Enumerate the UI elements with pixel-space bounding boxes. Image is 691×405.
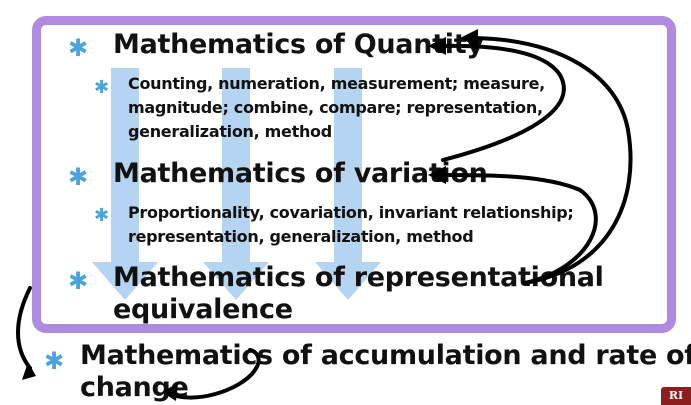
quantity-details-line-1: Counting, numeration, measurement; measu… <box>128 74 545 93</box>
sub-bullet-icon: ✱ <box>94 77 110 98</box>
item-representational-line-2: equivalence <box>113 294 293 325</box>
quantity-details-line-2: magnitude; combine, compare; representat… <box>128 98 543 117</box>
down-arrow-1 <box>92 68 158 300</box>
institution-logo: RI <box>661 387 691 405</box>
arrow-representational-to-variation <box>441 173 598 285</box>
variation-details-line-1: Proportionality, covariation, invariant … <box>128 203 574 222</box>
quantity-details-line-3: generalization, method <box>128 122 332 141</box>
arrow-left-down <box>16 286 32 370</box>
arrowhead-icon <box>428 37 446 55</box>
bullet-icon: ✱ <box>68 163 89 191</box>
arrow-variation-to-quantity <box>441 43 566 162</box>
item-quantity: Mathematics of Quantity <box>113 29 484 60</box>
sub-bullet-icon: ✱ <box>94 205 110 226</box>
item-representational-line-1: Mathematics of representational <box>113 262 604 293</box>
arrowhead-icon <box>428 166 446 184</box>
arrowhead-icon <box>460 29 478 47</box>
arrowhead-icon <box>162 383 178 401</box>
bullet-icon: ✱ <box>68 34 89 62</box>
item-variation: Mathematics of variation <box>113 158 488 189</box>
down-arrow-3 <box>315 68 381 300</box>
arrowhead-icon <box>22 362 36 380</box>
down-arrow-2 <box>203 68 269 300</box>
variation-details-line-2: representation, generalization, method <box>128 227 474 246</box>
item-accumulation-line-1: Mathematics of accumulation and rate of <box>80 340 691 371</box>
bullet-icon: ✱ <box>68 267 89 295</box>
bullet-icon: ✱ <box>44 347 65 375</box>
arrow-change-to-accumulation <box>168 348 261 400</box>
arrow-representational-to-quantity <box>473 36 633 285</box>
